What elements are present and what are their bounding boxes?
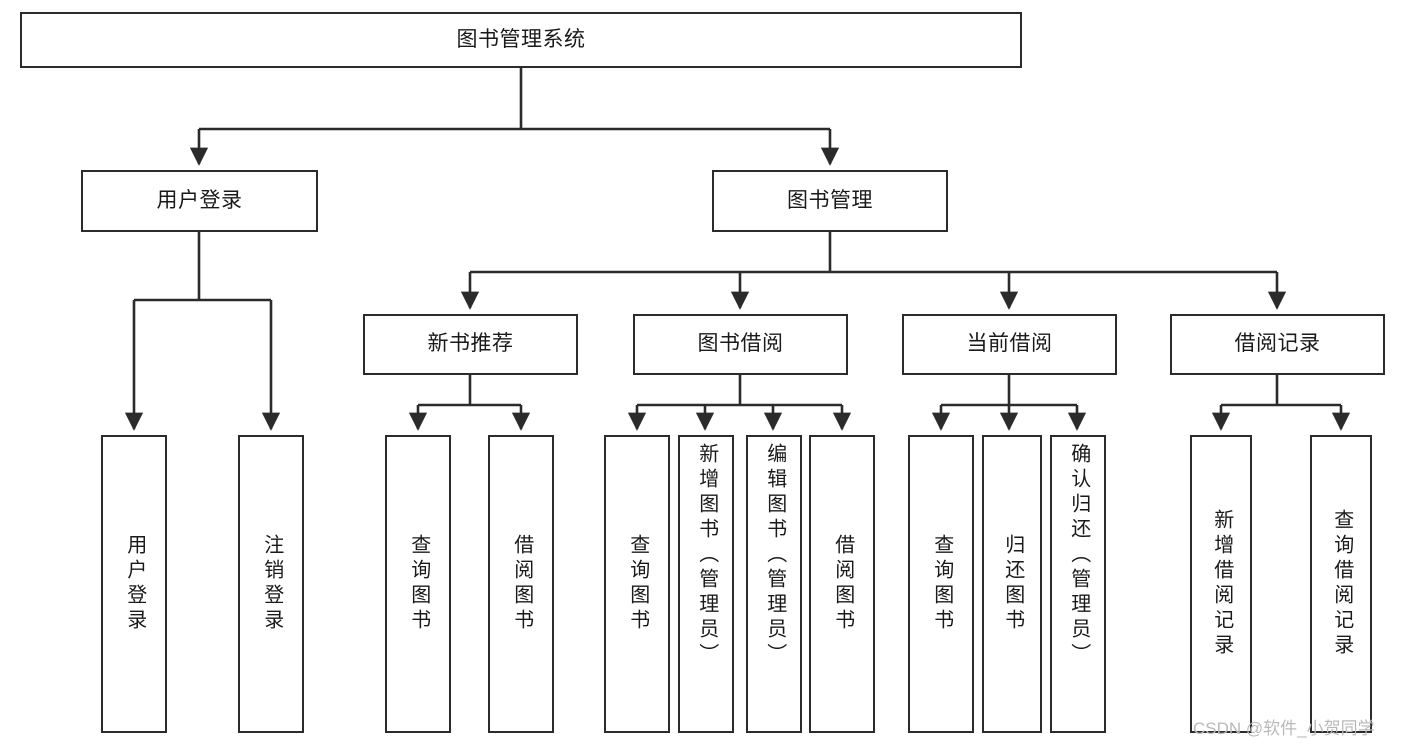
leaf-recommend-borrow-book[interactable]: 借阅图书 — [488, 435, 554, 733]
node-new-book-recommend[interactable]: 新书推荐 — [363, 314, 578, 375]
leaf-recommend-query-book-label: 查询图书 — [407, 534, 430, 634]
leaf-borrow-borrow-book-label: 借阅图书 — [831, 534, 854, 634]
leaf-user-login-logout-label: 注销登录 — [260, 534, 283, 634]
leaf-borrow-add-book-admin[interactable]: 新增图书（管理员） — [678, 435, 734, 733]
leaf-borrow-query-book[interactable]: 查询图书 — [604, 435, 670, 733]
node-borrow-record[interactable]: 借阅记录 — [1170, 314, 1385, 375]
leaf-current-query-book[interactable]: 查询图书 — [908, 435, 974, 733]
node-root-label: 图书管理系统 — [456, 27, 586, 51]
leaf-record-query-record-label: 查询借阅记录 — [1330, 509, 1353, 659]
leaf-current-return-book[interactable]: 归还图书 — [982, 435, 1042, 733]
node-book-management-label: 图书管理 — [787, 188, 873, 212]
leaf-user-login-logout[interactable]: 注销登录 — [238, 435, 304, 733]
node-current-borrow-label: 当前借阅 — [966, 332, 1053, 356]
node-user-login-label: 用户登录 — [156, 188, 243, 212]
node-root[interactable]: 图书管理系统 — [20, 12, 1022, 68]
leaf-current-confirm-return-admin-label: 确认归还（管理员） — [1067, 443, 1090, 668]
leaf-user-login-login-label: 用户登录 — [123, 534, 146, 634]
leaf-user-login-login[interactable]: 用户登录 — [101, 435, 167, 733]
leaf-record-add-record[interactable]: 新增借阅记录 — [1190, 435, 1252, 733]
leaf-current-return-book-label: 归还图书 — [1001, 534, 1024, 634]
leaf-recommend-borrow-book-label: 借阅图书 — [510, 534, 533, 634]
node-current-borrow[interactable]: 当前借阅 — [902, 314, 1117, 375]
leaf-borrow-borrow-book[interactable]: 借阅图书 — [809, 435, 875, 733]
node-borrow-record-label: 借阅记录 — [1234, 332, 1321, 356]
leaf-current-confirm-return-admin[interactable]: 确认归还（管理员） — [1050, 435, 1106, 733]
node-book-management[interactable]: 图书管理 — [712, 170, 948, 232]
leaf-current-query-book-label: 查询图书 — [930, 534, 953, 634]
leaf-recommend-query-book[interactable]: 查询图书 — [385, 435, 451, 733]
leaf-borrow-query-book-label: 查询图书 — [626, 534, 649, 634]
watermark-text: CSDN @软件_小贺同学 — [1193, 719, 1375, 738]
node-book-borrow-label: 图书借阅 — [697, 332, 784, 356]
leaf-borrow-add-book-admin-label: 新增图书（管理员） — [695, 443, 718, 668]
leaf-record-query-record[interactable]: 查询借阅记录 — [1310, 435, 1372, 733]
leaf-borrow-edit-book-admin-label: 编辑图书（管理员） — [763, 443, 786, 668]
node-new-book-recommend-label: 新书推荐 — [427, 332, 514, 356]
node-user-login[interactable]: 用户登录 — [81, 170, 318, 232]
node-book-borrow[interactable]: 图书借阅 — [633, 314, 848, 375]
leaf-borrow-edit-book-admin[interactable]: 编辑图书（管理员） — [746, 435, 802, 733]
leaf-record-add-record-label: 新增借阅记录 — [1210, 509, 1233, 659]
